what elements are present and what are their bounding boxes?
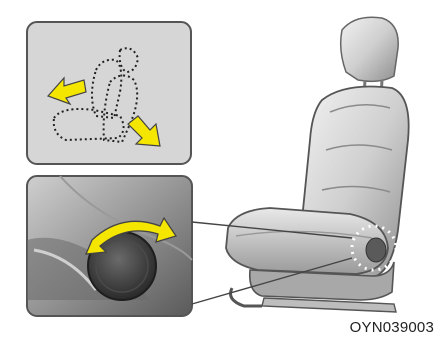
seat-headrest — [341, 17, 399, 81]
recline-direction-inset — [27, 22, 191, 164]
knob-closeup-inset — [27, 176, 192, 316]
seat-rails — [262, 298, 396, 312]
seat-cushion — [226, 208, 388, 274]
figure-code: OYN039003 — [350, 319, 434, 336]
